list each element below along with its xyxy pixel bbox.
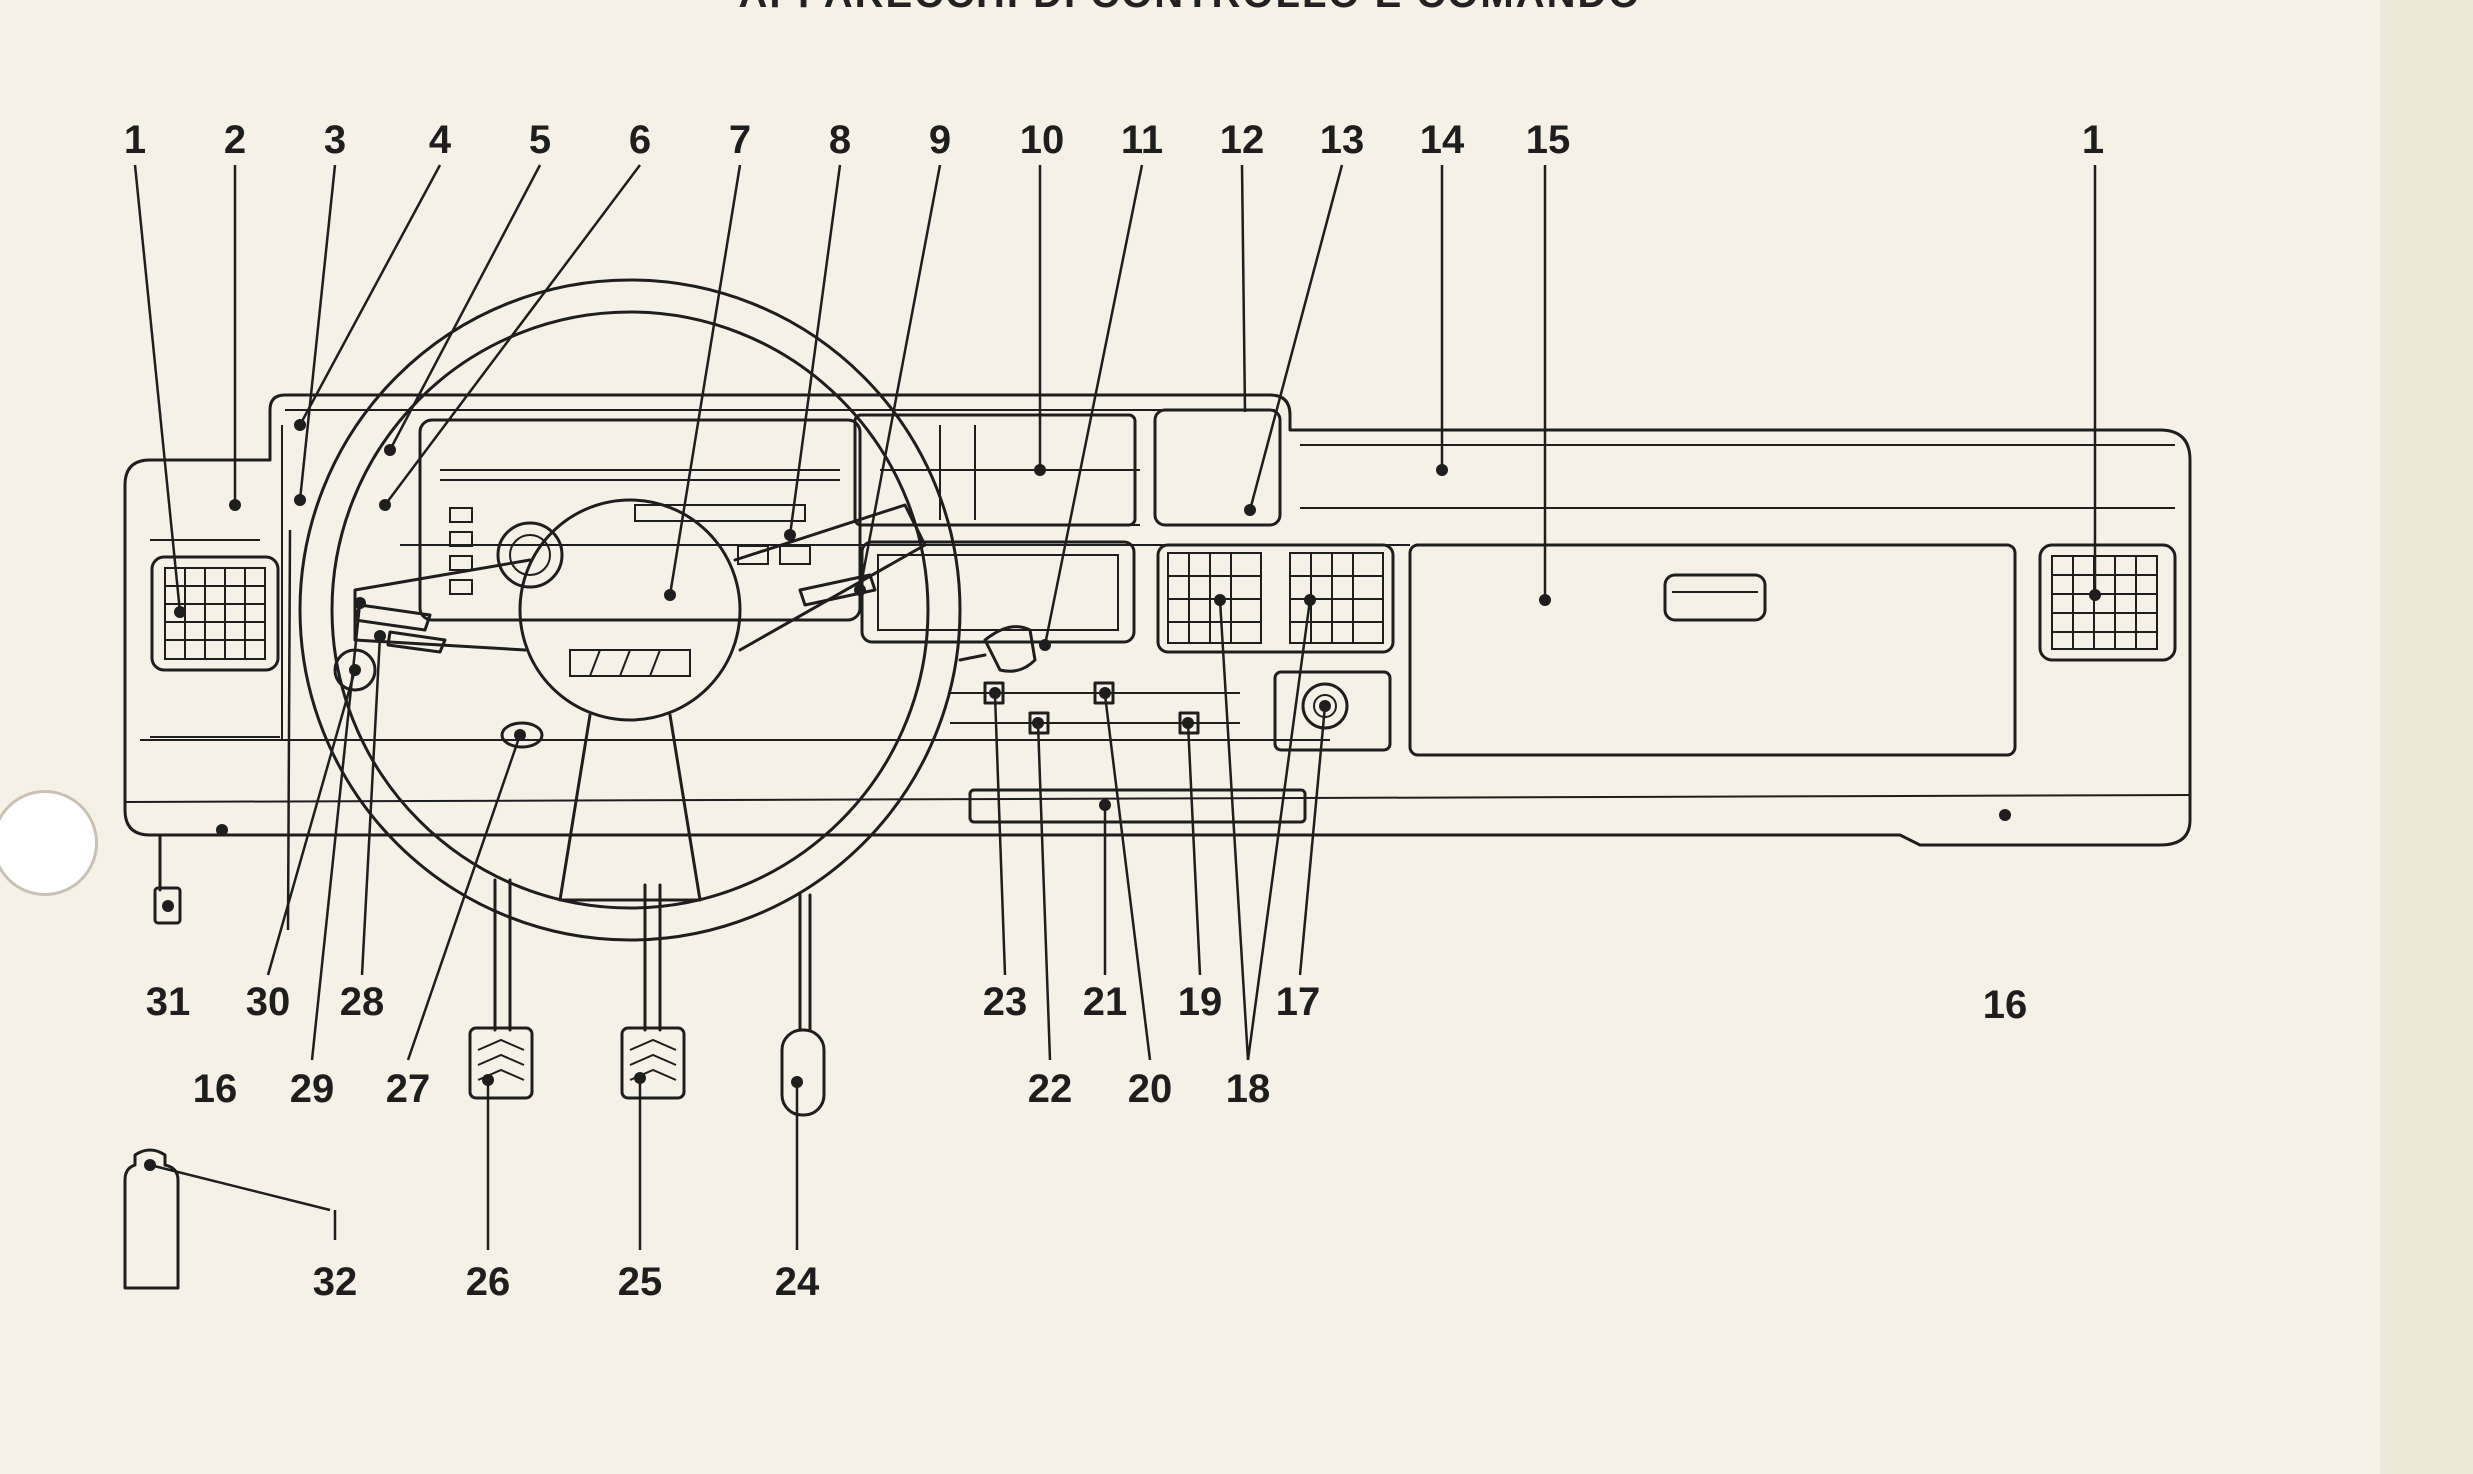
callout-4: 4	[429, 118, 452, 162]
dashboard-diagram: 1 2 3 4 5 6 7 8 9 10 11 12 13 14 15 1 31…	[123, 118, 2192, 1304]
center-air-vents	[1156, 543, 1395, 654]
callout-31: 31	[146, 980, 191, 1024]
steering-column-stalks	[333, 573, 877, 749]
callout-16-right: 16	[1983, 983, 2028, 1027]
callout-30: 30	[246, 980, 291, 1024]
callout-8: 8	[829, 118, 851, 162]
glove-box	[1408, 543, 2017, 757]
dashboard-outline	[123, 393, 2192, 847]
leader-dots	[144, 419, 2101, 1171]
instrument-cluster	[418, 418, 862, 622]
callout-6: 6	[629, 118, 651, 162]
callout-1-left: 1	[124, 118, 146, 162]
steering-wheel	[298, 278, 962, 942]
callout-2: 2	[224, 118, 246, 162]
callout-10: 10	[1020, 118, 1065, 162]
callout-26: 26	[466, 1260, 511, 1304]
gear-lever	[958, 625, 1037, 673]
callout-3: 3	[324, 118, 346, 162]
left-air-vent	[150, 555, 280, 672]
callout-19: 19	[1178, 980, 1223, 1024]
accelerator-pedal	[780, 893, 826, 1117]
right-air-vent	[2038, 543, 2177, 662]
callout-7: 7	[729, 118, 751, 162]
bonnet-release	[153, 833, 182, 925]
callout-25: 25	[618, 1260, 663, 1304]
callout-15: 15	[1526, 118, 1571, 162]
centre-panels	[853, 408, 1392, 824]
callout-28: 28	[340, 980, 385, 1024]
clutch-pedal	[468, 878, 534, 1100]
callout-14: 14	[1420, 118, 1465, 162]
callout-17: 17	[1276, 980, 1321, 1024]
callout-12: 12	[1220, 118, 1265, 162]
callout-23: 23	[983, 980, 1028, 1024]
paper-margin	[2380, 0, 2473, 1474]
callout-27: 27	[386, 1067, 431, 1111]
callout-9: 9	[929, 118, 951, 162]
callout-5: 5	[529, 118, 551, 162]
callout-21: 21	[1083, 980, 1128, 1024]
callout-22: 22	[1028, 1067, 1073, 1111]
callout-20: 20	[1128, 1067, 1173, 1111]
callout-18: 18	[1226, 1067, 1271, 1111]
callout-labels: 1 2 3 4 5 6 7 8 9 10 11 12 13 14 15 1 31…	[124, 118, 2104, 1304]
callout-11: 11	[1121, 118, 1163, 162]
callout-13: 13	[1320, 118, 1365, 162]
callout-32: 32	[313, 1260, 358, 1304]
callout-16-left: 16	[193, 1067, 238, 1111]
punch-hole	[0, 790, 98, 896]
page-title: APPARECCHI DI CONTROLLO E COMANDO	[0, 0, 2380, 17]
callout-24: 24	[775, 1260, 820, 1304]
callout-1-right: 1	[2082, 118, 2104, 162]
leader-lines	[133, 164, 2097, 1250]
callout-29: 29	[290, 1067, 335, 1111]
brake-pedal	[620, 883, 686, 1100]
